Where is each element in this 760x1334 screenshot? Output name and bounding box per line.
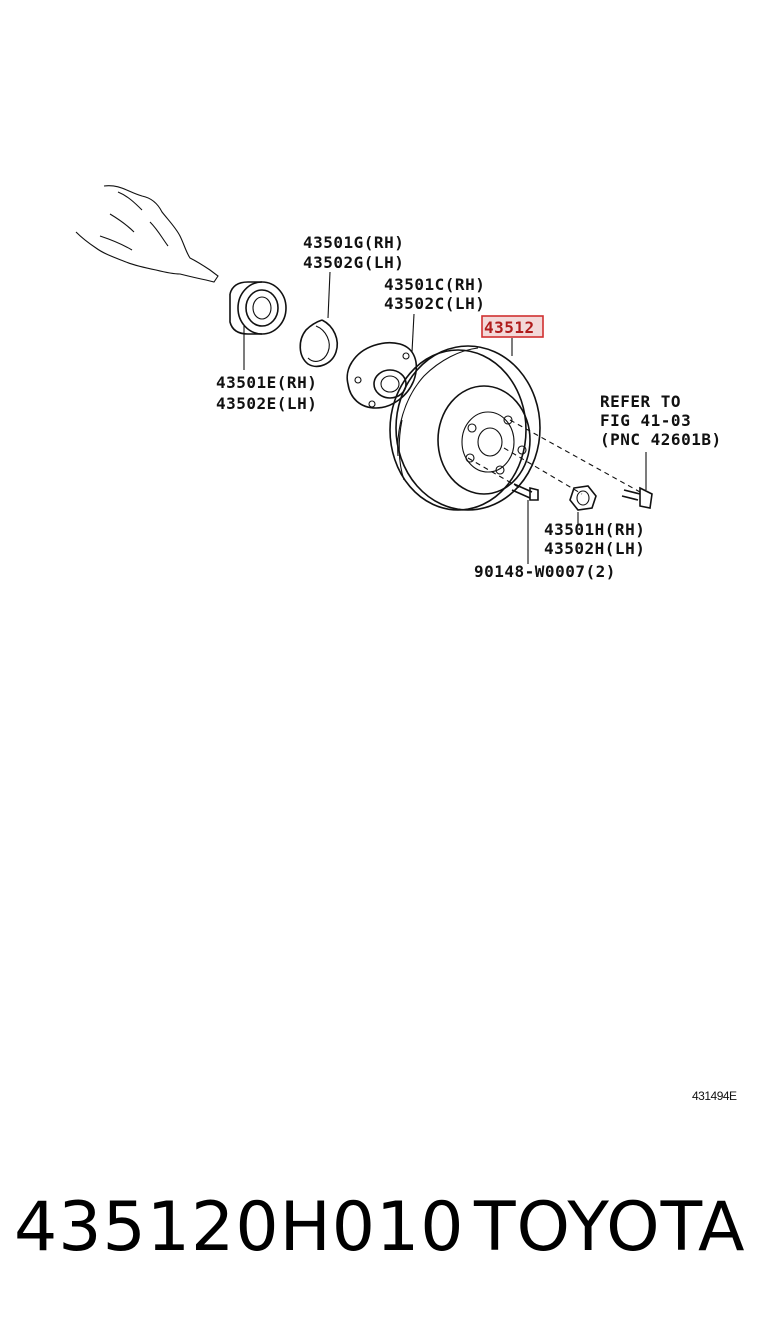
hub-bolt-part bbox=[621, 486, 653, 509]
highlight-box bbox=[481, 315, 544, 338]
label-43501h: 43501H(RH) bbox=[544, 520, 645, 539]
alignment-lines bbox=[467, 419, 641, 495]
snap-ring-part bbox=[299, 319, 338, 368]
screw-part bbox=[511, 483, 539, 501]
label-pnc: (PNC 42601B) bbox=[600, 430, 722, 449]
label-43502c: 43502C(LH) bbox=[384, 294, 485, 313]
part-number: 435120H010 bbox=[14, 1188, 465, 1267]
hub-part bbox=[346, 342, 418, 409]
label-90148: 90148-W0007(2) bbox=[474, 562, 616, 581]
label-43502e: 43502E(LH) bbox=[216, 394, 317, 413]
label-43501g: 43501G(RH) bbox=[303, 233, 404, 252]
drive-shaft-outline bbox=[75, 185, 219, 283]
bearing-part bbox=[229, 281, 287, 335]
label-43502g: 43502G(LH) bbox=[303, 253, 404, 272]
figure-code: 431494E bbox=[692, 1089, 737, 1103]
part-footer: 435120H010 TOYOTA bbox=[0, 1188, 760, 1288]
label-43502h: 43502H(LH) bbox=[544, 539, 645, 558]
label-refer-to: REFER TO bbox=[600, 392, 681, 411]
nut-part bbox=[569, 485, 597, 511]
label-fig-41-03: FIG 41-03 bbox=[600, 411, 691, 430]
brand-name: TOYOTA bbox=[474, 1188, 746, 1267]
leader-lines bbox=[243, 271, 647, 564]
label-43501c: 43501C(RH) bbox=[384, 275, 485, 294]
brake-disc-part bbox=[389, 345, 541, 511]
label-43501e: 43501E(RH) bbox=[216, 373, 317, 392]
label-43512-highlighted[interactable]: 43512 bbox=[484, 318, 535, 337]
